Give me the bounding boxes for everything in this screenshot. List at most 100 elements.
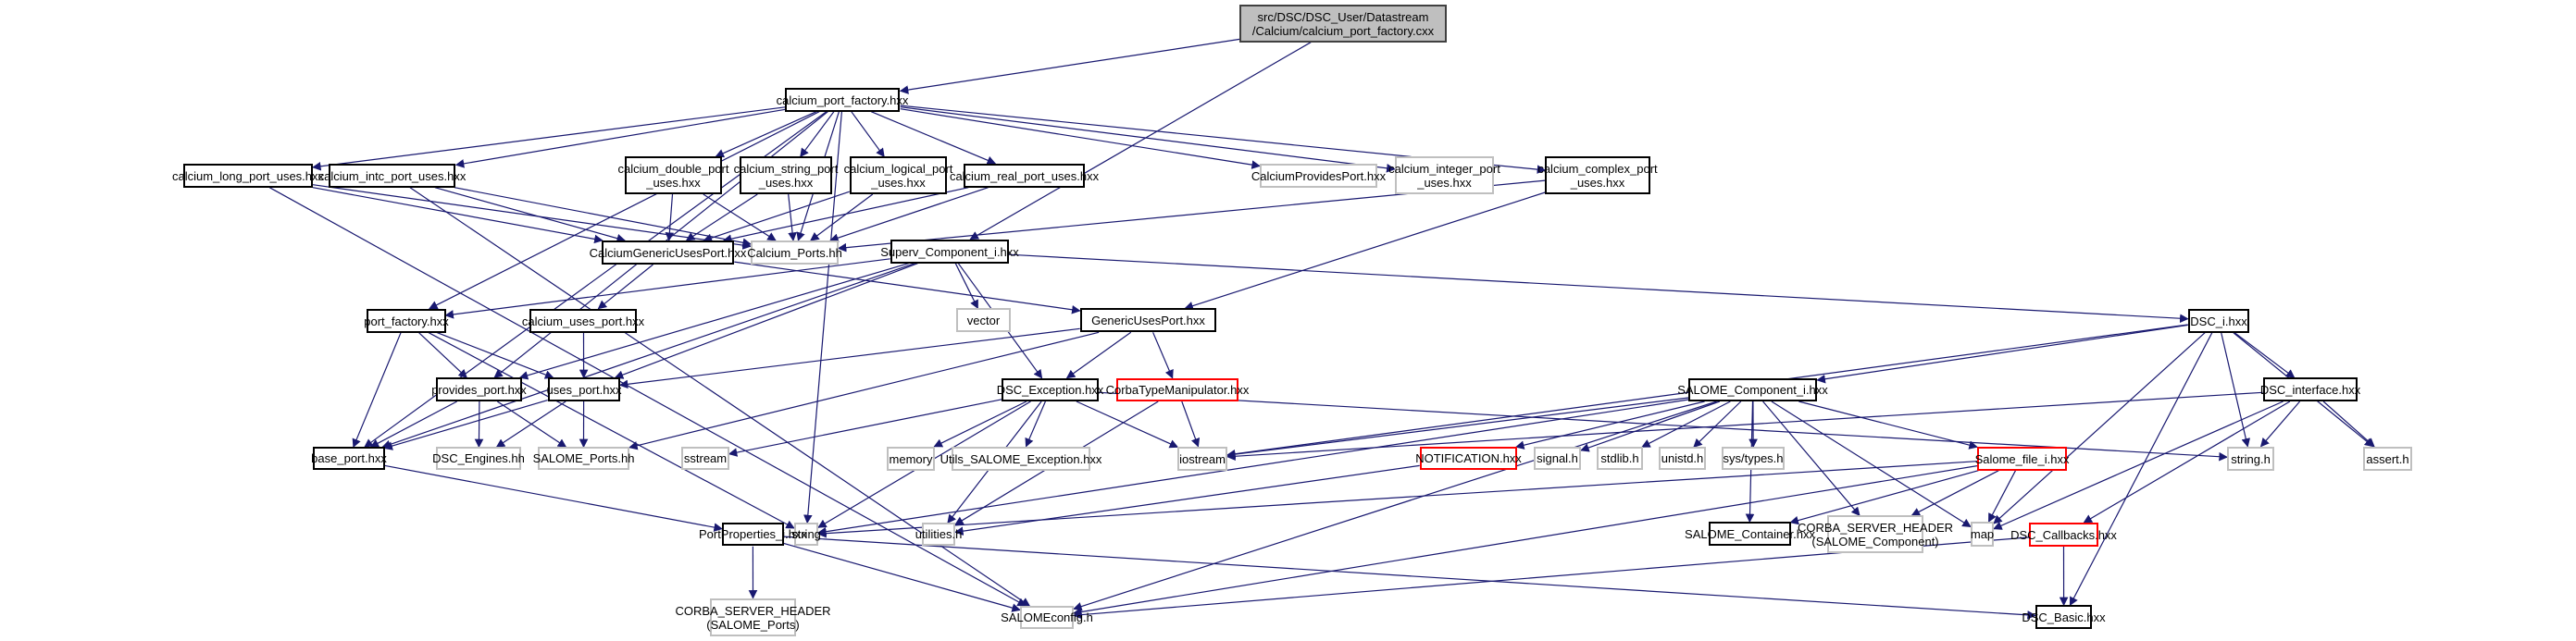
node-calcium-complex-port-uses[interactable]: calcium_complex_port _uses.hxx (1537, 156, 1658, 194)
node-provides-port[interactable]: provides_port.hxx (431, 377, 527, 401)
edge-Superv_Component_i-to-uses_port (614, 263, 918, 379)
node-generic-uses-port[interactable]: GenericUsesPort.hxx (1080, 308, 1216, 332)
node-calcium-double-port-uses[interactable]: calcium_double_port _uses.hxx (618, 156, 728, 194)
node-label: GenericUsesPort.hxx (1091, 313, 1205, 327)
node-port-properties-i[interactable]: PortProperties_i.hxx (699, 523, 807, 546)
node-label: calcium_real_port_uses.hxx (949, 168, 1100, 183)
node-calcium-port-factory[interactable]: calcium_port_factory.hxx (777, 88, 908, 112)
node-label: SALOME_Ports.hh (532, 451, 635, 465)
edge-port_factory-to-uses_port (436, 331, 554, 379)
node-dsc-interface[interactable]: DSC_interface.hxx (2260, 377, 2360, 401)
edge-Superv_Component_i-to-provides_port (518, 263, 909, 380)
node-superv-component-i[interactable]: Superv_Component_i.hxx (880, 240, 1019, 264)
node-label: sys/types.h (1723, 451, 1784, 465)
edge-Salome_file_i-to-SALOME_Container (1789, 470, 1979, 525)
edge-Superv_Component_i-to-base_port (381, 263, 915, 450)
node-label: signal.h (1537, 451, 1578, 465)
edge-DSC_i-to-DSC_Basic (2069, 332, 2213, 607)
node-label: DSC_Basic.hxx (2022, 610, 2106, 624)
node-port-factory[interactable]: port_factory.hxx (364, 309, 449, 333)
node-notification[interactable]: NOTIFICATION.hxx (1415, 447, 1522, 470)
edge-DSC_i-to-DSC_interface (2234, 331, 2296, 378)
edge-DSC_interface-to-map (1993, 401, 2284, 530)
node-label: calcium_uses_port.hxx (521, 314, 645, 328)
edge-root-to-Superv_Component_i (969, 42, 1312, 240)
edge-Salome_file_i-to-CORBA_SERVER_HEADER_Component (1910, 470, 1999, 516)
edge-SALOME_Component_i-to-iostream (1226, 397, 1689, 459)
node-salome-file-i[interactable]: Salome_file_i.hxx (1974, 447, 2070, 471)
edge-DSC_Exception-to-memory (933, 401, 1027, 448)
node-calcium-long-port-uses[interactable]: calcium_long_port_uses.hxx (172, 164, 324, 188)
node-label: calcium_double_port _uses.hxx (617, 161, 729, 190)
edge-calcium_port_factory-to-calcium_long_port_uses (312, 106, 786, 171)
node-dsc-basic[interactable]: DSC_Basic.hxx (2022, 605, 2106, 629)
node-corba-type-manipulator[interactable]: CorbaTypeManipulator.hxx (1106, 378, 1249, 401)
node-calcium-logical-port-uses[interactable]: calcium_logical_port _uses.hxx (844, 156, 952, 194)
node-memory: memory (887, 447, 935, 471)
edge-SALOME_Component_i-to-SALOMEconfig_h (1073, 401, 1717, 611)
node-utils-salome-exception: Utils_SALOME_Exception.hxx (940, 447, 1101, 471)
node-utilities-h: utilities.h (915, 523, 962, 546)
node-label: sstream (683, 451, 728, 465)
node-calcium-generic-uses-port[interactable]: CalciumGenericUsesPort.hxx (590, 240, 746, 265)
node-label: SALOMEconfig.h (1001, 610, 1093, 624)
node-label: DSC_Engines.hh (432, 451, 525, 465)
node-corba-server-header-ports: CORBA_SERVER_HEADER (SALOME_Ports) (675, 598, 831, 636)
edge-port_factory-to-string (428, 331, 795, 529)
edge-Superv_Component_i-to-vector (954, 263, 978, 310)
node-label: string (791, 527, 821, 541)
node-dsc-callbacks[interactable]: DSC_Callbacks.hxx (2010, 523, 2117, 547)
node-label: CORBA_SERVER_HEADER (SALOME_Component) (1797, 520, 1954, 549)
node-stdlib-h: stdlib.h (1597, 447, 1643, 470)
node-uses-port[interactable]: uses_port.hxx (547, 377, 621, 401)
edge-GenericUsesPort-to-uses_port (618, 327, 1080, 389)
node-salome-container[interactable]: SALOME_Container.hxx (1685, 522, 1815, 546)
edge-GenericUsesPort-to-DSC_Exception (1065, 331, 1132, 379)
node-label: SALOME_Component_i.hxx (1677, 383, 1828, 397)
node-sstream: sstream (681, 447, 729, 470)
edge-calcium_double_port_uses-to-Calcium_Ports (703, 193, 777, 241)
node-label: base_port.hxx (311, 451, 387, 465)
node-string-h: string.h (2227, 447, 2274, 471)
node-iostream: iostream (1177, 447, 1227, 471)
node-calcium-ports-hh: Calcium_Ports.hh (747, 240, 842, 265)
node-label: assert.h (2366, 451, 2409, 466)
edge-GenericUsesPort-to-SALOME_Ports (628, 331, 1100, 450)
node-label: provides_port.hxx (431, 382, 527, 397)
node-calcium-intc-port-uses[interactable]: calcium_intc_port_uses.hxx (318, 164, 466, 188)
edge-Superv_Component_i-to-DSC_i (1008, 253, 2189, 324)
node-label: calcium_complex_port _uses.hxx (1537, 161, 1658, 190)
node-base-port[interactable]: base_port.hxx (311, 447, 387, 470)
node-label: Salome_file_i.hxx (1974, 451, 2070, 466)
node-label: CalciumProvidesPort.hxx (1251, 168, 1387, 183)
node-calcium-string-port-uses[interactable]: calcium_string_port _uses.hxx (734, 156, 838, 194)
edge-calcium_port_factory-to-calcium_logical_port_uses (851, 111, 885, 158)
node-label: memory (889, 451, 933, 466)
node-dsc-exception[interactable]: DSC_Exception.hxx (997, 378, 1103, 401)
edge-calcium_intc_port_uses-to-SALOMEconfig_h (409, 187, 1031, 607)
node-calcium-integer-port-uses: calcium_integer_port _uses.hxx (1388, 156, 1500, 194)
node-dsc-i[interactable]: DSC_i.hxx (2188, 309, 2249, 333)
edge-calcium_string_port_uses-to-CalciumGenericUsesPort (685, 193, 758, 241)
edge-uses_port-to-DSC_Engines (495, 401, 566, 448)
edge-DSC_interface-to-DSC_Callbacks (2083, 401, 2291, 524)
node-label: calcium_port_factory.hxx (776, 92, 909, 107)
node-sys-types-h: sys/types.h (1722, 447, 1785, 470)
node-label: calcium_logical_port _uses.hxx (843, 161, 953, 190)
edge-DSC_i-to-SALOME_Component_i (1816, 324, 2188, 384)
node-root-file[interactable]: src/DSC/DSC_User/Datastream /Calcium/cal… (1239, 5, 1447, 43)
node-dsc-engines-hh: DSC_Engines.hh (432, 447, 525, 470)
node-calcium-real-port-uses[interactable]: calcium_real_port_uses.hxx (950, 164, 1099, 188)
edge-SALOME_Component_i-to-stdlib_h (1641, 401, 1731, 448)
node-label: calcium_string_port _uses.hxx (733, 161, 839, 190)
node-label: CorbaTypeManipulator.hxx (1105, 383, 1250, 397)
node-label: calcium_intc_port_uses.hxx (317, 168, 467, 183)
node-label: string.h (2231, 451, 2271, 466)
edge-CalciumGenericUsesPort-to-GenericUsesPort (734, 261, 1081, 314)
node-salome-component-i[interactable]: SALOME_Component_i.hxx (1677, 378, 1828, 401)
edge-Salome_file_i-to-map (1987, 470, 2017, 523)
edge-provides_port-to-base_port (369, 401, 457, 448)
node-calcium-uses-port[interactable]: calcium_uses_port.hxx (522, 309, 644, 333)
node-label: CORBA_SERVER_HEADER (SALOME_Ports) (675, 603, 831, 632)
